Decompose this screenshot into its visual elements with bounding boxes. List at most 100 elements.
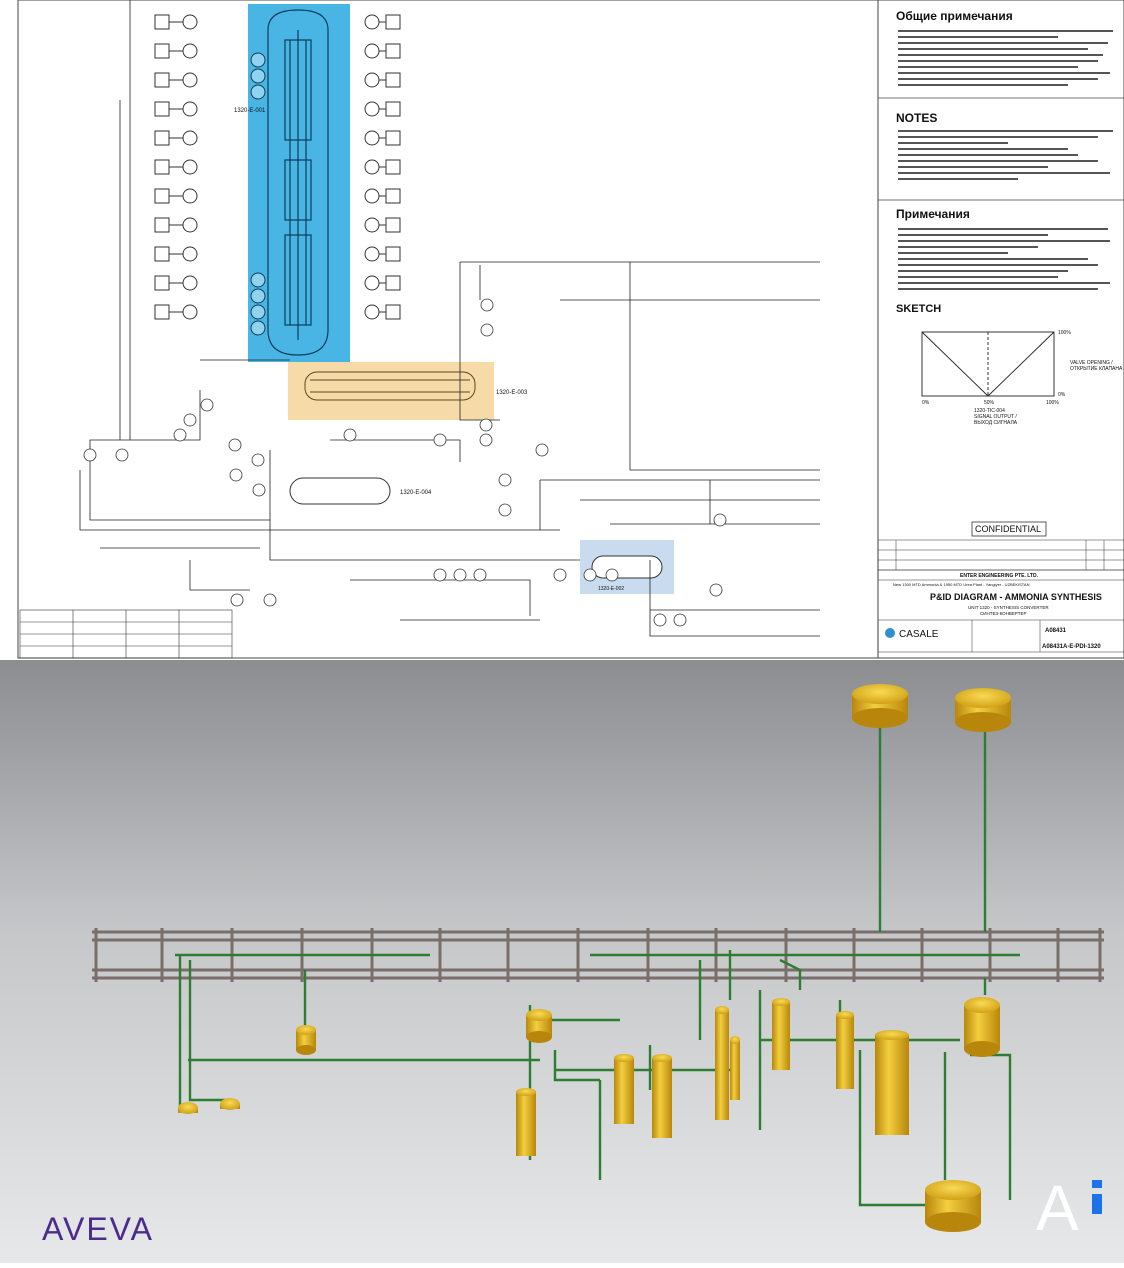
instrument-bubble <box>364 304 380 320</box>
instrument-box <box>385 101 401 117</box>
exchanger-tag: 1320-E-003 <box>496 390 528 396</box>
instrument-bubble <box>535 443 549 457</box>
notes-en-lines <box>898 130 1113 180</box>
pot-left-1 <box>178 1102 198 1114</box>
instrument-bubble <box>433 433 447 447</box>
instrument-bubble <box>115 448 129 462</box>
ai-mark-icon <box>1092 1180 1102 1214</box>
instrument-box <box>385 43 401 59</box>
reactor-highlight <box>248 4 350 362</box>
equipment <box>178 684 1011 1232</box>
column-vessel <box>730 1036 740 1100</box>
instrument-box <box>154 130 170 146</box>
notes-ru-lines <box>898 30 1113 86</box>
instrument-bubble <box>453 568 467 582</box>
instrument-bubble <box>182 188 198 204</box>
instrument-box <box>385 304 401 320</box>
pot-left-2 <box>220 1098 240 1110</box>
sketch-top: 100% <box>1058 330 1071 336</box>
instrument-box <box>154 43 170 59</box>
instrument-box <box>154 304 170 320</box>
left-instrument-column <box>154 14 401 320</box>
instrument-bubble <box>364 14 380 30</box>
instrument-bubble <box>364 217 380 233</box>
instrument-bubble <box>480 323 494 337</box>
vessel-right-drum <box>964 997 1000 1057</box>
instrument-bubble <box>364 159 380 175</box>
drum-small <box>296 1025 316 1055</box>
instrument-box <box>154 217 170 233</box>
instrument-box <box>154 246 170 262</box>
instrument-bubble <box>364 188 380 204</box>
instrument-bubble <box>251 453 265 467</box>
reactor-vessel <box>267 9 329 356</box>
instrument-bubble <box>182 101 198 117</box>
pid-canvas: 1320-E-001 1320-E-003 1320-E-004 1320-E-… <box>17 0 1124 659</box>
confidential-box <box>971 521 1047 537</box>
instrument-bubble <box>182 43 198 59</box>
company: ENTER ENGINEERING PTE. LTD. <box>960 573 1039 579</box>
instrument-bubble <box>553 568 567 582</box>
instrument-box <box>385 217 401 233</box>
instrument-bubble <box>364 246 380 262</box>
drawing-number: A08431A-E-PDI-1320 <box>1042 644 1101 650</box>
column-vessel <box>715 1006 729 1120</box>
instrument-box <box>385 275 401 291</box>
sketch-tick-0: 0% <box>922 400 930 406</box>
instrument-box <box>385 159 401 175</box>
title-block-lines <box>877 619 1124 653</box>
instrument-bubble <box>479 418 493 432</box>
tank-bottom-right <box>925 1180 981 1232</box>
instrument-bubble <box>364 275 380 291</box>
instrument-bubble <box>230 593 244 607</box>
instrument-bubble <box>480 298 494 312</box>
notes-en-title: NOTES <box>896 111 937 125</box>
instrument-bubble <box>364 43 380 59</box>
instrument-box <box>154 188 170 204</box>
revision-table <box>877 539 1124 581</box>
instrument-bubble <box>498 503 512 517</box>
drum-mid <box>526 1009 552 1043</box>
cooler-tag: 1320-E-002 <box>598 586 624 592</box>
notes-ru2-title: Примечания <box>896 207 970 221</box>
casale: CASALE <box>899 629 939 640</box>
instrument-bubble <box>229 468 243 482</box>
reactor-tag: 1320-E-001 <box>234 108 266 114</box>
instrument-box <box>385 188 401 204</box>
column-vessel <box>836 1011 854 1089</box>
instrument-bubble <box>182 14 198 30</box>
column-vessel <box>516 1088 536 1156</box>
instrument-bubble <box>433 568 447 582</box>
sketch-low: 0% <box>1058 392 1066 398</box>
instrument-box <box>385 130 401 146</box>
pid-piping <box>79 0 820 637</box>
instrument-bubble <box>252 483 266 497</box>
exchanger-e003 <box>304 371 476 401</box>
instrument-bubble <box>498 473 512 487</box>
column-vessel <box>652 1054 672 1138</box>
instrument-bubble <box>605 568 619 582</box>
instrument-bubble <box>673 613 687 627</box>
instrument-bubble <box>479 433 493 447</box>
instrument-bubble <box>364 101 380 117</box>
instrument-bubble <box>473 568 487 582</box>
exchanger-highlight <box>288 362 494 420</box>
pid-bubbles <box>83 298 727 627</box>
sketch-title: SKETCH <box>896 303 941 315</box>
viewport-background <box>0 660 1124 1263</box>
instrument-box <box>154 14 170 30</box>
instrument-bubble <box>263 593 277 607</box>
tank-top-left <box>852 684 908 728</box>
instrument-bubble <box>182 246 198 262</box>
instrument-box <box>154 159 170 175</box>
instrument-bubble <box>83 448 97 462</box>
column-vessel <box>772 998 790 1070</box>
tank-top-right <box>955 688 1011 732</box>
ai-mark: A <box>1036 1172 1079 1244</box>
instrument-bubble <box>364 72 380 88</box>
job-number: A08431 <box>1045 628 1067 634</box>
model-3d-view[interactable]: AVEVA A <box>0 660 1124 1263</box>
instrument-bubble <box>182 159 198 175</box>
instrument-bubble <box>653 613 667 627</box>
